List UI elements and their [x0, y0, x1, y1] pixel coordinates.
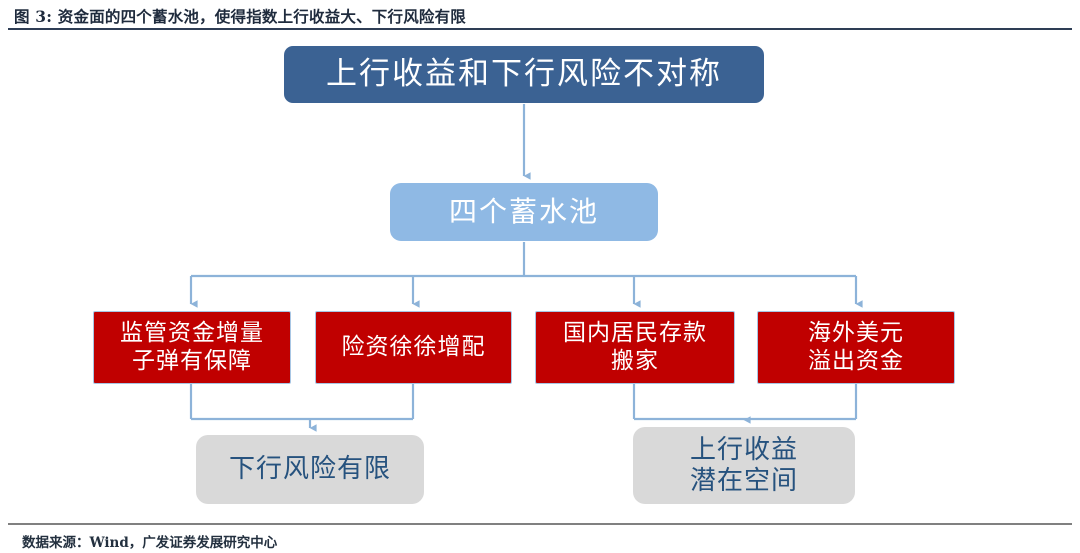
node-four-reservoirs[interactable]: 四个蓄水池 [390, 183, 658, 241]
node-driver-4-line1: 海外美元 [808, 320, 904, 347]
node-outcome-2-line1: 上行收益 [689, 434, 798, 465]
node-driver-insurance-capital[interactable]: 险资徐徐增配 [315, 311, 512, 384]
header-divider [8, 28, 1072, 30]
node-outcome-2-line2: 潜在空间 [689, 465, 798, 496]
figure-title: 图 3: 资金面的四个蓄水池，使得指数上行收益大、下行风险有限 [14, 7, 467, 26]
node-driver-3-line1: 国内居民存款 [563, 320, 707, 347]
node-driver-1-line1: 监管资金增量 [120, 320, 264, 347]
footer-divider [8, 523, 1072, 525]
figure-source: 数据来源：Wind，广发证券发展研究中心 [22, 535, 278, 551]
node-driver-household-deposits[interactable]: 国内居民存款 搬家 [535, 311, 735, 384]
node-root-label: 上行收益和下行风险不对称 [326, 56, 722, 93]
node-pool-label: 四个蓄水池 [448, 195, 599, 229]
node-driver-2-line1: 险资徐徐增配 [341, 333, 486, 360]
node-outcome-upside-potential[interactable]: 上行收益 潜在空间 [633, 427, 855, 504]
node-driver-4-line2: 溢出资金 [808, 347, 904, 374]
node-driver-3-line2: 搬家 [611, 347, 659, 374]
node-outcome-downside-limited[interactable]: 下行风险有限 [196, 435, 424, 504]
node-driver-overseas-dollar[interactable]: 海外美元 溢出资金 [757, 311, 955, 384]
node-root[interactable]: 上行收益和下行风险不对称 [284, 46, 764, 103]
node-driver-1-line2: 子弹有保障 [132, 347, 252, 374]
node-driver-regulatory-funds[interactable]: 监管资金增量 子弹有保障 [93, 311, 291, 384]
node-outcome-1-line1: 下行风险有限 [228, 454, 391, 485]
